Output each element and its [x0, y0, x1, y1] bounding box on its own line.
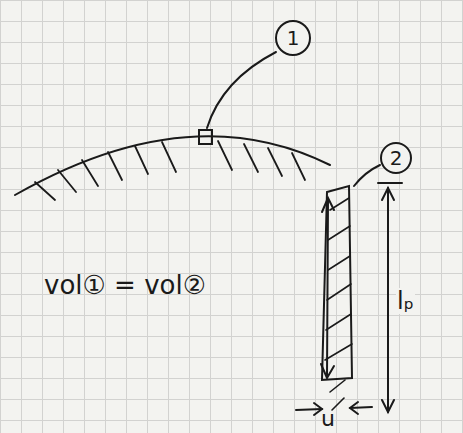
leader-line	[207, 52, 276, 128]
dimension-arrow	[296, 409, 322, 410]
dimension-arrow	[350, 407, 372, 408]
callout-circle: 2	[380, 142, 412, 174]
callout-number: 2	[390, 148, 403, 168]
equation-note: vol① = vol②	[44, 272, 206, 298]
arrowhead	[321, 364, 334, 378]
callout-circle: 1	[275, 20, 311, 56]
arc-surface	[15, 136, 330, 195]
arrowhead	[350, 402, 358, 414]
arrowhead	[322, 198, 334, 212]
arrowhead	[382, 400, 394, 412]
dimension-label: lₚ	[396, 288, 415, 314]
pillar	[322, 186, 352, 380]
dimension-tick	[378, 182, 402, 184]
callout-number: 1	[287, 28, 300, 48]
sketch-arrow	[327, 200, 328, 376]
element-one	[199, 130, 212, 144]
pillar-hatching	[325, 198, 352, 410]
leader-line	[354, 165, 380, 186]
dimension-line	[387, 188, 389, 412]
hatching	[35, 141, 305, 200]
arrowhead	[382, 188, 394, 200]
arrowhead	[314, 403, 322, 415]
dimension-label: u	[321, 408, 335, 430]
